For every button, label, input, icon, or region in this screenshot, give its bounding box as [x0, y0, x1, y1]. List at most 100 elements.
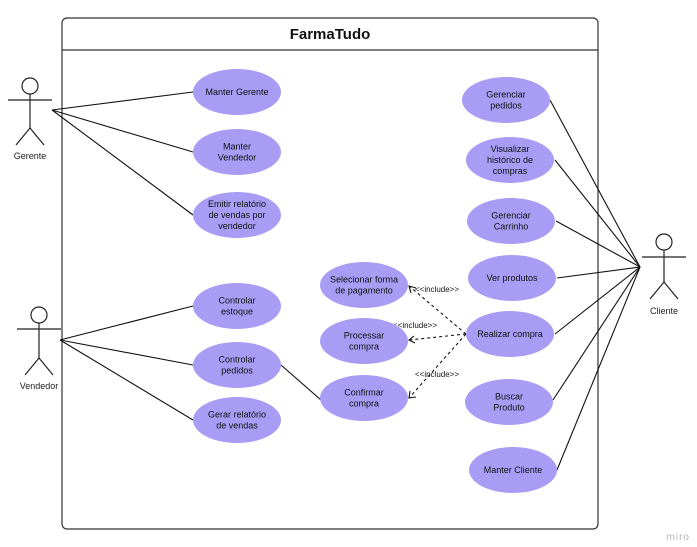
assoc-cliente-realizar-compra: [554, 266, 641, 335]
assoc-pedidos-confirmar: [280, 364, 322, 401]
arrowhead-processar: [407, 335, 416, 344]
use-case-label-line: Gerenciar: [486, 90, 526, 100]
use-case-label-line: Manter Gerente: [205, 87, 268, 97]
assoc-vendedor-controlar-estoque: [59, 305, 194, 341]
include-label-selecionar: <<include>>: [415, 285, 459, 294]
actor-cliente-label: Cliente: [650, 306, 678, 316]
assoc-gerente-manter-vendedor: [51, 109, 194, 153]
use-case-ellipse: [193, 283, 281, 329]
assoc-vendedor-gerar-relatorio: [59, 339, 194, 421]
assoc-cliente-gerenciar-pedidos: [549, 99, 641, 268]
actor-vendedor[interactable]: [17, 306, 61, 376]
use-case-manter-gerente[interactable]: Manter Gerente: [193, 69, 281, 115]
assoc-gerente-emitir-relatorio: [51, 109, 194, 216]
use-case-manter-cliente[interactable]: Manter Cliente: [469, 447, 557, 493]
include-arrowheads: [407, 285, 417, 399]
use-case-ellipse: [467, 198, 555, 244]
use-case-label-line: compra: [349, 342, 379, 352]
use-case-label-line: Controlar: [218, 296, 255, 306]
use-case-label-line: Produto: [493, 403, 525, 413]
use-case-ellipse: [466, 311, 554, 357]
actor-vendedor-right-leg: [38, 357, 54, 376]
include-label-confirmar: <<include>>: [415, 370, 459, 379]
use-case-label-line: compras: [493, 166, 528, 176]
use-case-ellipse: [466, 137, 554, 183]
assoc-cliente-gerenciar-carrinho: [555, 220, 641, 268]
use-case-label-line: Confirmar: [344, 388, 384, 398]
assoc-gerente-manter-gerente: [51, 91, 194, 111]
actor-cliente-head: [655, 233, 673, 251]
actor-gerente-right-leg: [29, 127, 45, 146]
arrowhead-selecionar: [408, 285, 417, 294]
actor-gerente[interactable]: [8, 77, 52, 146]
use-case-label-line: Visualizar: [491, 144, 530, 154]
use-case-label-line: Gerar relatório: [208, 410, 266, 420]
actor-cliente-left-leg: [649, 281, 665, 300]
assoc-cliente-manter-cliente: [556, 266, 641, 471]
use-case-label-line: histórico de: [487, 155, 533, 165]
assoc-cliente-buscar-produto: [552, 266, 641, 401]
association-lines: [51, 91, 641, 471]
actor-gerente-label: Gerente: [14, 151, 47, 161]
assoc-vendedor-controlar-pedidos: [59, 339, 194, 366]
use-case-ellipse: [468, 255, 556, 301]
actor-cliente[interactable]: [642, 233, 686, 300]
use-case-label-line: Ver produtos: [486, 273, 538, 283]
use-case-label-line: estoque: [221, 307, 253, 317]
system-title: FarmaTudo: [290, 26, 371, 43]
use-case-ellipse: [462, 77, 550, 123]
use-case-ellipse: [193, 397, 281, 443]
use-case-ellipse: [193, 69, 281, 115]
use-case-label-line: vendedor: [218, 221, 256, 231]
include-dependencies: [408, 285, 467, 399]
use-case-label-line: pedidos: [221, 366, 253, 376]
use-case-ellipse: [193, 342, 281, 388]
use-case-label-line: Manter: [223, 142, 251, 152]
use-case-label-line: Gerenciar: [491, 211, 531, 221]
use-case-label-line: Manter Cliente: [484, 465, 543, 475]
use-case-ellipse: [320, 375, 408, 421]
use-case-label-line: de pagamento: [335, 286, 393, 296]
use-case-ellipse: [320, 262, 408, 308]
use-case-ellipse: [465, 379, 553, 425]
use-case-label-line: Vendedor: [218, 153, 257, 163]
assoc-cliente-visualizar-historico: [554, 159, 641, 268]
use-case-label-line: compra: [349, 399, 379, 409]
include-arrow-selecionar: [408, 285, 467, 335]
actor-vendedor-left-leg: [24, 357, 40, 376]
use-case-ellipse: [469, 447, 557, 493]
assoc-cliente-ver-produtos: [556, 266, 641, 279]
use-case-label-line: Buscar: [495, 392, 523, 402]
miro-watermark: miro: [667, 532, 690, 543]
use-case-label-line: Controlar: [218, 355, 255, 365]
include-label-processar: <<include>>: [393, 321, 437, 330]
actor-gerente-head: [21, 77, 39, 95]
use-case-ellipse: [320, 318, 408, 364]
use-case-label-line: Carrinho: [494, 222, 529, 232]
use-case-ellipse: [193, 129, 281, 175]
actor-vendedor-head: [30, 306, 48, 324]
use-case-ver-produtos[interactable]: Ver produtos: [468, 255, 556, 301]
use-case-label-line: Realizar compra: [477, 329, 543, 339]
use-case-label-line: Processar: [344, 331, 385, 341]
use-case-realizar-compra[interactable]: Realizar compra: [466, 311, 554, 357]
use-case-ellipse: [193, 192, 281, 238]
use-case-label-line: Emitir relatório: [208, 199, 266, 209]
include-arrow-confirmar: [408, 333, 467, 399]
actor-cliente-right-leg: [663, 281, 679, 300]
arrowhead-confirmar: [408, 390, 417, 399]
